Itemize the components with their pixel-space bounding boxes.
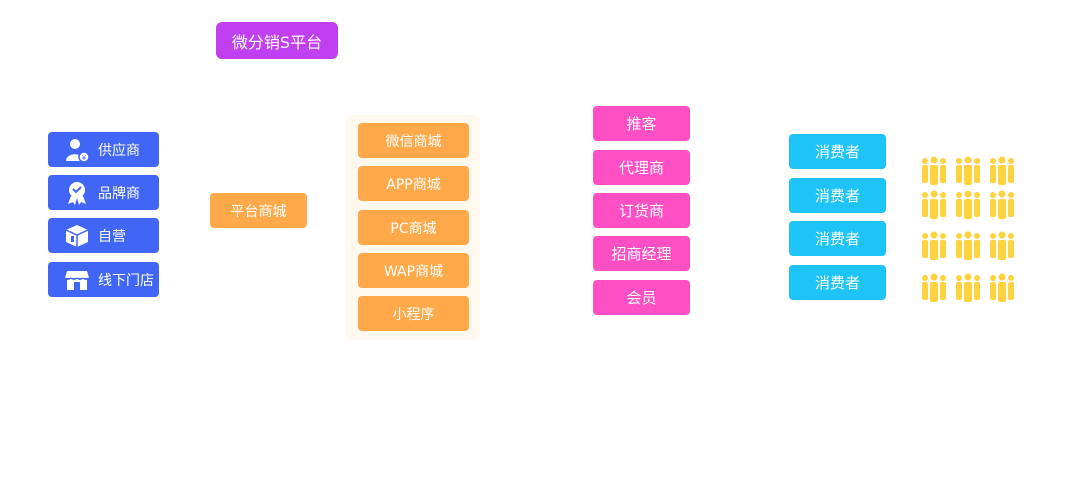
consumer-box: 消费者 [789,221,886,256]
channel-mini-program: 小程序 [358,296,469,331]
supplier-person-icon: ¥ [64,137,90,163]
role-promoter: 推客 [593,106,690,141]
svg-text:¥: ¥ [82,154,87,162]
crowd-row [920,155,1016,185]
channel-wap-mall: WAP商城 [358,253,469,288]
supplier-label: 品牌商 [98,185,140,202]
people-group-icon [920,272,948,302]
people-group-icon [988,230,1016,260]
role-member: 会员 [593,280,690,315]
supplier-item-supplier: ¥ 供应商 [48,132,159,167]
platform-title: 微分销S平台 [216,22,338,59]
people-group-icon [954,155,982,185]
role-dealer: 订货商 [593,193,690,228]
brand-badge-icon [64,180,90,206]
people-group-icon [920,230,948,260]
people-group-icon [988,155,1016,185]
people-group-icon [920,155,948,185]
channel-wechat-mall: 微信商城 [358,123,469,158]
supplier-label: 自营 [98,228,126,245]
people-group-icon [920,189,948,219]
supplier-item-brand: 品牌商 [48,175,159,210]
crowd-row [920,272,1016,302]
supplier-item-offline-store: 线下门店 [48,262,159,297]
people-group-icon [988,189,1016,219]
people-group-icon [954,189,982,219]
supplier-label: 线下门店 [98,272,154,289]
role-investment-manager: 招商经理 [593,236,690,271]
supplier-item-self-operated: 自营 [48,218,159,253]
crowd-row [920,189,1016,219]
channel-pc-mall: PC商城 [358,210,469,245]
store-icon [64,267,90,293]
people-group-icon [954,272,982,302]
supplier-label: 供应商 [98,142,140,159]
consumer-box: 消费者 [789,265,886,300]
consumer-box: 消费者 [789,134,886,169]
consumer-box: 消费者 [789,178,886,213]
channel-app-mall: APP商城 [358,166,469,201]
crowd-row [920,230,1016,260]
platform-mall: 平台商城 [210,193,307,228]
people-group-icon [988,272,1016,302]
role-agent: 代理商 [593,150,690,185]
people-group-icon [954,230,982,260]
box-icon [64,223,90,249]
